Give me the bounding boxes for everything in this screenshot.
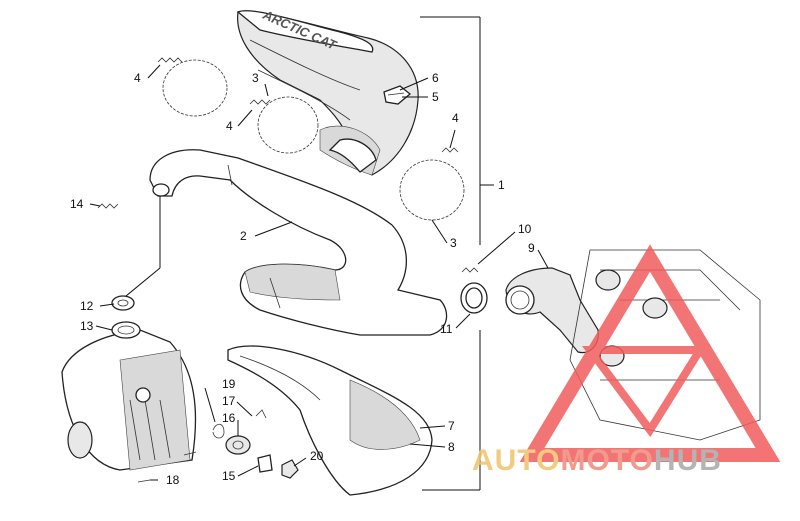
callout-15: 15 (222, 469, 236, 483)
svg-text:AUTOMOTOHUB: AUTOMOTOHUB (472, 444, 722, 477)
callout-5: 5 (432, 90, 439, 104)
callout-4b: 4 (226, 119, 233, 133)
callout-9: 9 (528, 241, 535, 255)
retaining-ring-part (162, 59, 465, 221)
callout-2: 2 (240, 229, 247, 243)
callout-7: 7 (448, 419, 455, 433)
mount-hardware (137, 409, 299, 483)
spring-part (97, 57, 479, 273)
callout-3b: 3 (450, 236, 457, 250)
callout-17: 17 (222, 394, 236, 408)
callout-8: 8 (448, 440, 455, 454)
callout-12: 12 (80, 299, 94, 313)
callout-20: 20 (310, 449, 324, 463)
watermark-inner-stripe-icon (582, 346, 708, 438)
silencer-upper: ARCTIC CAT (236, 7, 419, 176)
resonator-box (61, 321, 197, 471)
callout-19: 19 (222, 377, 236, 391)
callout-4a: 4 (134, 71, 141, 85)
watermark-auto-text: AUTO (472, 444, 560, 477)
callout-18: 18 (166, 473, 180, 487)
callout-1: 1 (498, 178, 505, 192)
callout-16: 16 (222, 411, 236, 425)
callout-14: 14 (70, 197, 84, 211)
callout-11: 11 (440, 322, 453, 336)
callout-10: 10 (518, 222, 532, 236)
callout-6: 6 (432, 71, 439, 85)
heat-shield (227, 345, 433, 496)
leader-lines (89, 16, 549, 491)
watermark-hub-text: HUB (654, 444, 722, 477)
callout-4c: 4 (452, 111, 459, 125)
callouts: 4 3 4 6 5 4 1 14 2 3 10 9 12 13 11 19 17… (70, 71, 535, 487)
watermark-moto-text: MOTO (560, 444, 653, 477)
expansion-chamber (149, 149, 448, 336)
watermark: AUTOMOTOHUB (472, 244, 781, 477)
callout-3a: 3 (252, 71, 259, 85)
callout-13: 13 (80, 319, 94, 333)
gasket-part (460, 282, 488, 314)
grommet-part (111, 295, 135, 311)
decal-part (383, 85, 412, 105)
